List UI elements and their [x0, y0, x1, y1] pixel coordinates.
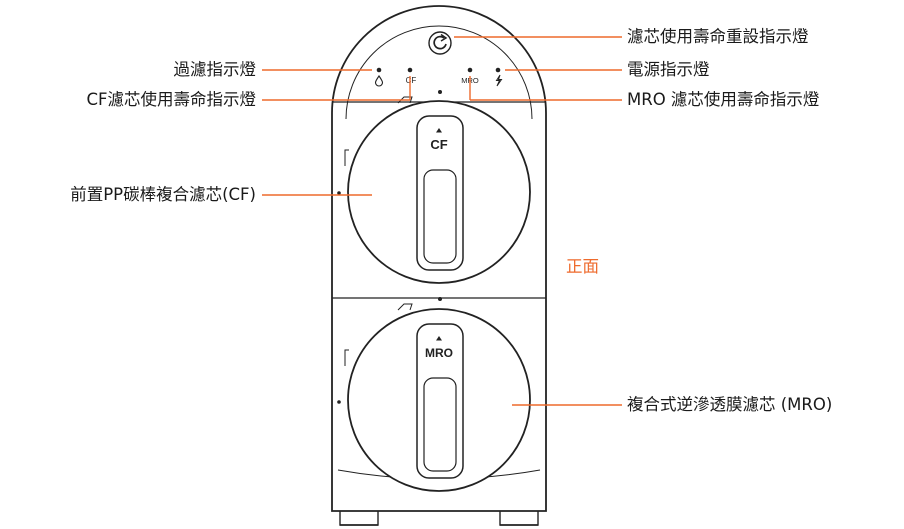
lightning-icon	[495, 74, 503, 87]
panel-cf-tag: CF	[406, 76, 417, 85]
label-reset-indicator: 濾芯使用壽命重設指示燈	[627, 27, 809, 46]
cf-life-indicator-light	[407, 67, 413, 73]
mro-filter-knob[interactable]: MRO	[347, 308, 531, 492]
panel-inner-edge	[345, 25, 533, 120]
water-drop-icon	[374, 75, 384, 87]
label-pp-carbon-filter: 前置PP碳棒複合濾芯(CF)	[70, 185, 256, 204]
label-power-indicator: 電源指示燈	[627, 60, 710, 79]
label-filtration-indicator: 過濾指示燈	[173, 60, 257, 79]
label-front-view: 正面	[566, 257, 599, 276]
mro-life-indicator-light	[467, 67, 473, 73]
cf-knob-label: CF	[430, 137, 447, 152]
filtration-indicator-light	[376, 67, 382, 73]
label-mro-life-indicator: MRO 濾芯使用壽命指示燈	[627, 90, 820, 109]
label-ro-membrane-filter: 複合式逆滲透膜濾芯 (MRO)	[627, 395, 833, 414]
reset-cycle-icon	[433, 33, 448, 50]
reset-button[interactable]	[428, 31, 452, 55]
cf-filter-knob[interactable]: CF	[347, 100, 531, 284]
mro-knob-label: MRO	[425, 346, 453, 360]
label-cf-life-indicator: CF濾芯使用壽命指示燈	[86, 90, 256, 109]
power-indicator-light	[495, 67, 501, 73]
